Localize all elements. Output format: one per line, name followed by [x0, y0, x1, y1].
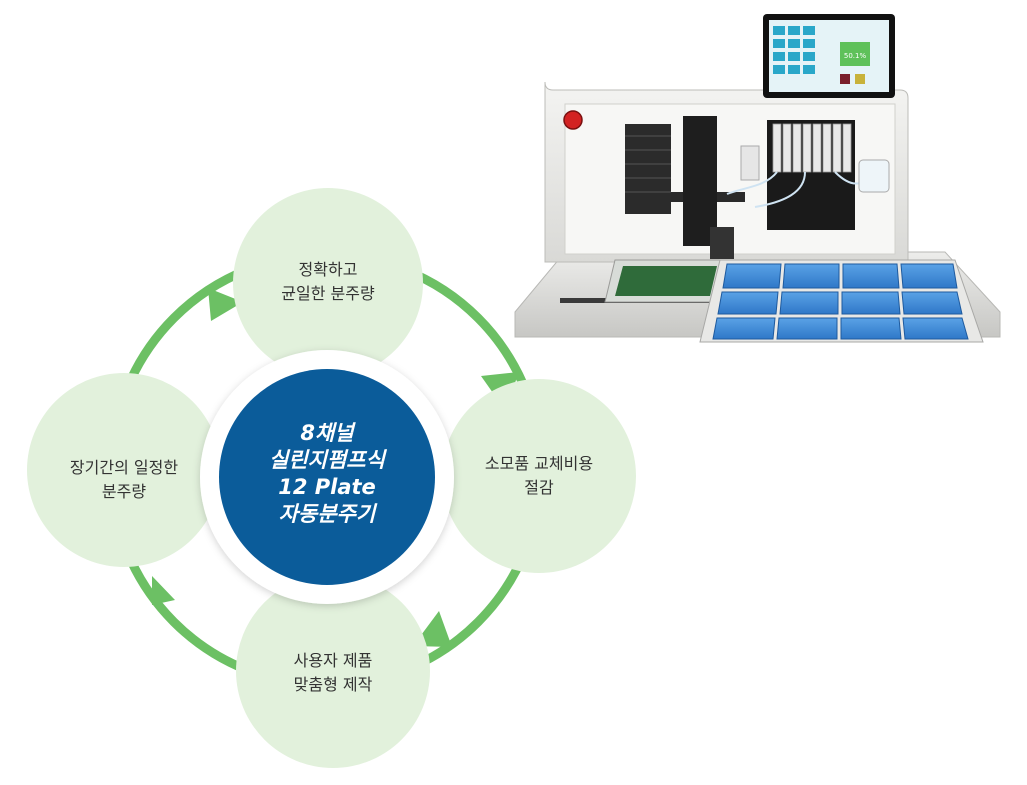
- node-label-bottom: 사용자 제품 맞춤형 제작: [253, 649, 413, 697]
- node-label-bottom-line-1: 사용자 제품: [293, 651, 373, 670]
- tablet-reading: 50.1%: [844, 52, 867, 60]
- reagent-holder-left: [740, 145, 760, 181]
- node-circle-bottom: [236, 574, 430, 768]
- gantry-column: [683, 116, 717, 246]
- center-label-line-3: 12 Plate: [278, 475, 376, 499]
- center-label-line-2: 실린지펌프식: [269, 448, 385, 472]
- tablet-buttons: [773, 26, 815, 74]
- node-label-right-line-1: 소모품 교체비용: [484, 454, 594, 473]
- node-label-right-line-2: 절감: [524, 478, 554, 497]
- node-label-right: 소모품 교체비용 절감: [459, 452, 619, 500]
- tablet-screen: [769, 20, 889, 92]
- node-label-left-line-2: 분주량: [101, 482, 147, 501]
- node-label-left-line-1: 장기간의 일정한: [69, 458, 179, 477]
- dispense-head: [710, 227, 734, 259]
- node-label-left: 장기간의 일정한 분주량: [44, 456, 204, 504]
- node-label-top-line-1: 정확하고: [298, 260, 358, 279]
- cable-chain-links: [625, 135, 671, 193]
- dispenser-device-image: 50.1%: [514, 14, 1001, 343]
- emergency-stop-icon: [563, 110, 583, 130]
- syringes: [772, 123, 852, 173]
- cable-chain: [625, 124, 671, 214]
- arrow-head-top-left: [208, 288, 243, 321]
- tablet-status-tile: [840, 42, 870, 66]
- center-label-line-1: 8채널: [300, 421, 354, 445]
- node-circle-right: [442, 379, 636, 573]
- center-circle: [219, 369, 435, 585]
- node-label-bottom-line-2: 맞춤형 제작: [293, 675, 373, 694]
- cycle-diagram: [27, 188, 636, 768]
- reagent-holder-right: [858, 159, 890, 193]
- node-circle-top: [233, 188, 423, 378]
- arrow-head-bottom-left: [152, 576, 175, 605]
- tablet-alert-tile: [840, 74, 850, 84]
- center-label: 8채널 실린지펌프식 12 Plate 자동분주기: [237, 420, 417, 528]
- tablet-warning-tile: [855, 74, 865, 84]
- node-circle-left: [27, 373, 221, 567]
- node-label-top-line-2: 균일한 분주량: [281, 284, 375, 303]
- center-label-line-4: 자동분주기: [278, 502, 376, 526]
- reservoir-tray-inner: [615, 266, 717, 296]
- node-label-top: 정확하고 균일한 분주량: [248, 258, 408, 306]
- microplates: [712, 263, 969, 340]
